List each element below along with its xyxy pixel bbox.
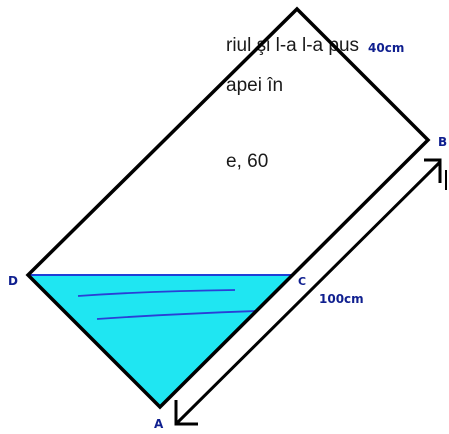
vertex-label-c: C xyxy=(298,275,306,288)
box-outline xyxy=(25,6,431,410)
water-wave-line xyxy=(96,310,258,320)
water-wave-line xyxy=(77,289,236,297)
top-dimension-label: 40cm xyxy=(368,41,404,55)
dimension-arrow-line xyxy=(174,160,442,426)
text-fragment-line-3: e, 60 xyxy=(226,151,269,172)
dimension-arrowhead-bottom xyxy=(174,400,198,426)
text-fragment-line-2: apei în xyxy=(226,75,284,96)
vertex-label-b: B xyxy=(438,135,447,149)
vertex-label-a: A xyxy=(154,417,164,431)
water-region xyxy=(30,275,293,407)
text-fragment-line-1: riul şi l-a l-a pus xyxy=(226,35,360,56)
dimension-arrowhead-top xyxy=(424,158,442,183)
vertex-label-d: D xyxy=(8,274,18,288)
side-dimension-label: 100cm xyxy=(319,292,364,306)
